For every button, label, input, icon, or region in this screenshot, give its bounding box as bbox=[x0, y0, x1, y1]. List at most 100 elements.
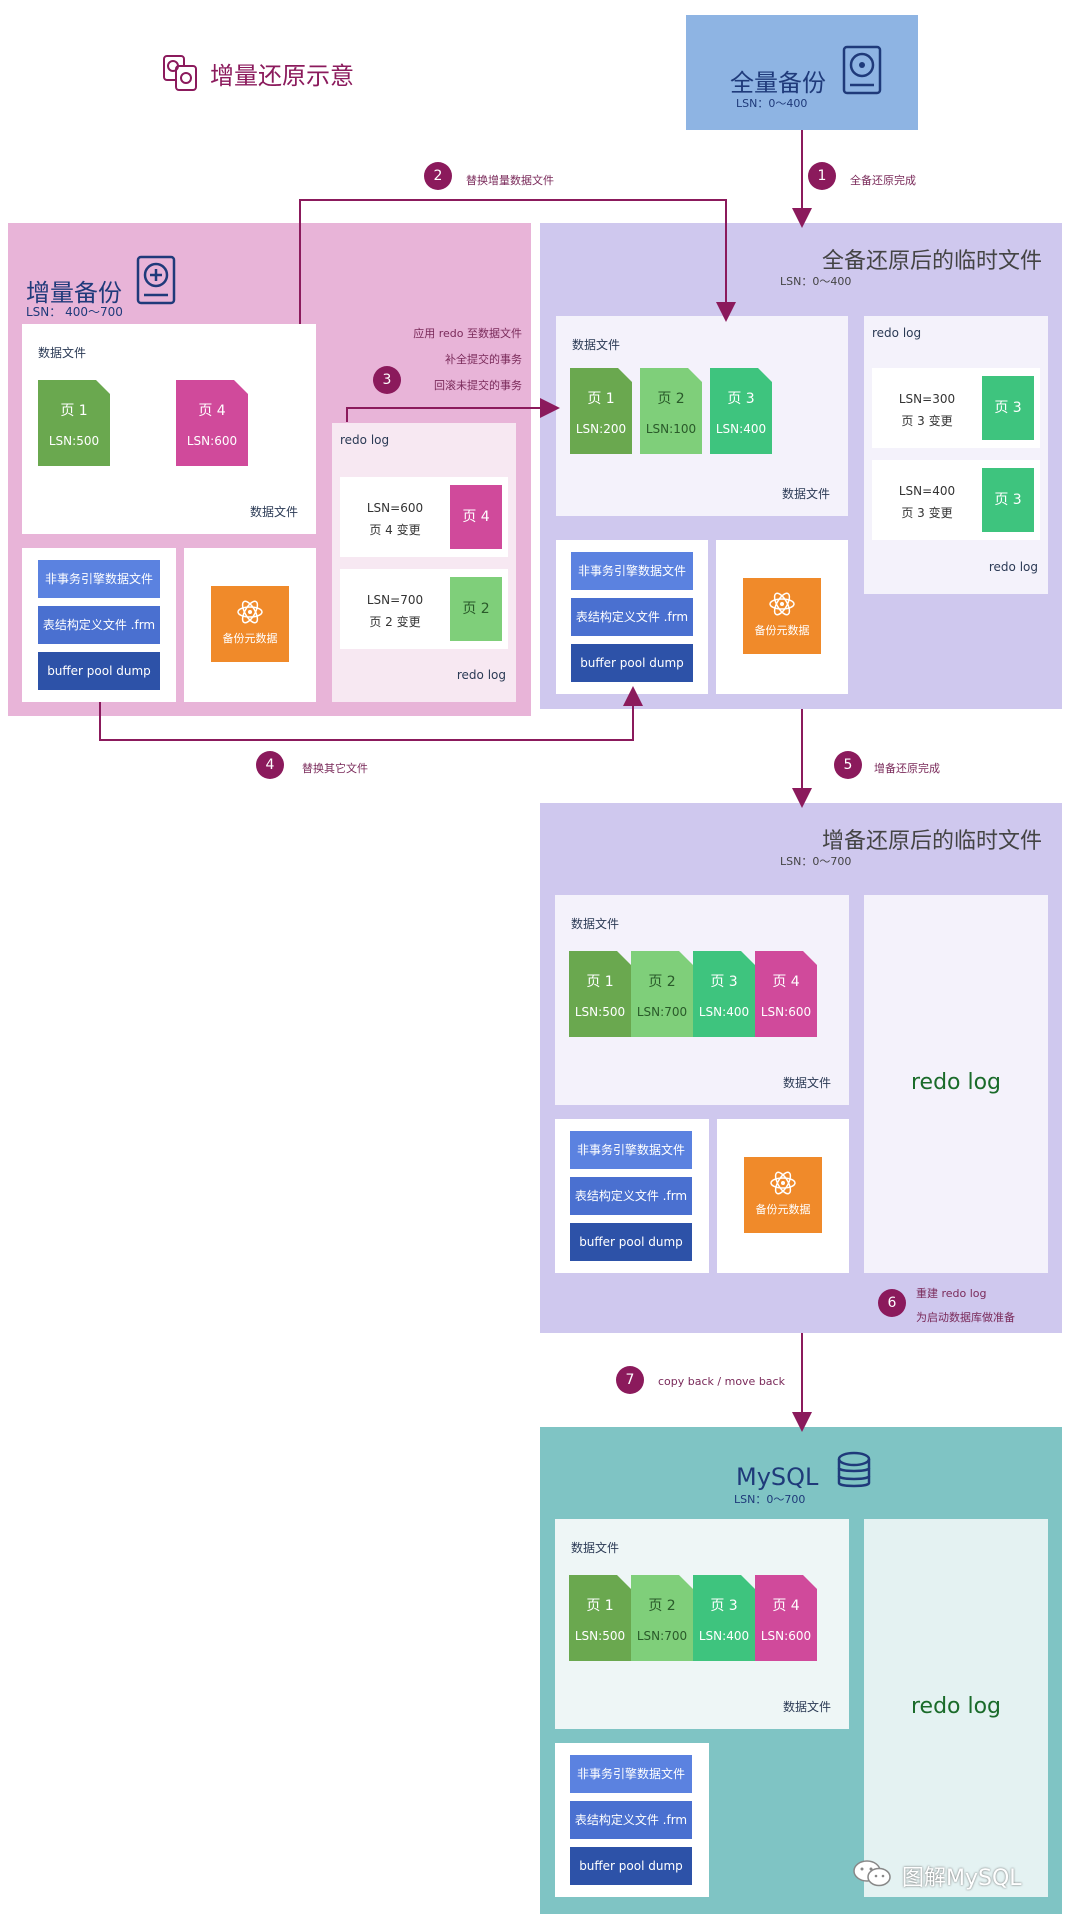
incr-redo-card: redo log LSN=600 页 4 变更 页 4 LSN=700 页 2 … bbox=[332, 423, 516, 702]
incr-meta-card: 备份元数据 bbox=[184, 548, 316, 702]
title-icon bbox=[162, 54, 200, 92]
page-lsn: LSN:600 bbox=[760, 1005, 812, 1019]
incr-backup-lsn: LSN： 400～700 bbox=[26, 305, 123, 319]
page-lsn: LSN:600 bbox=[760, 1629, 812, 1643]
temp2-panel: 增备还原后的临时文件 LSN：0～700 数据文件 页 1 LSN:500 页 … bbox=[540, 803, 1062, 1333]
step-4-badge: 4 bbox=[256, 751, 284, 779]
redo-page: 页 2 bbox=[450, 577, 502, 641]
temp2-redo-label: redo log bbox=[910, 1070, 1002, 1095]
redo-entry-lsn: LSN=600 bbox=[366, 501, 424, 515]
step-1-text: 全备还原完成 bbox=[850, 174, 916, 187]
step-3-line1: 应用 redo 至数据文件 bbox=[413, 327, 522, 340]
incr-backup-title: 增量备份 bbox=[26, 279, 122, 307]
page-name: 页 1 bbox=[586, 1598, 614, 1614]
redo-entry: LSN=600 页 4 变更 页 4 bbox=[340, 477, 508, 557]
temp1-redo-label-bottom: redo log bbox=[988, 560, 1038, 574]
backup-meta-label: 备份元数据 bbox=[754, 624, 810, 637]
redo-page: 页 3 bbox=[982, 468, 1034, 532]
redo-entry-lsn: LSN=700 bbox=[366, 593, 424, 607]
frm-file-button[interactable]: 表结构定义文件 .frm bbox=[38, 606, 160, 644]
page-fold bbox=[617, 1575, 631, 1589]
temp1-meta-card: 备份元数据 bbox=[716, 540, 848, 694]
arrow-step-3 bbox=[346, 398, 560, 422]
temp1-title: 全备还原后的临时文件 bbox=[821, 249, 1042, 274]
page-name: 页 4 bbox=[198, 403, 226, 419]
temp1-redo-card: redo log LSN=300 页 3 变更 页 3 LSN=400 页 3 … bbox=[864, 316, 1048, 594]
temp1-data-label-bottom: 数据文件 bbox=[781, 487, 830, 501]
page-title: 增量还原示意 bbox=[210, 62, 354, 90]
page-lsn: LSN:700 bbox=[636, 1629, 688, 1643]
redo-entry-change: 页 3 变更 bbox=[901, 414, 953, 428]
arrow-step-2 bbox=[299, 199, 736, 324]
step-5-text: 增备还原完成 bbox=[874, 762, 940, 775]
buffer-pool-dump-button[interactable]: buffer pool dump bbox=[570, 1847, 692, 1885]
nontx-engine-button[interactable]: 非事务引擎数据文件 bbox=[571, 552, 693, 590]
backup-meta-label: 备份元数据 bbox=[222, 632, 278, 645]
backup-meta-tile: 备份元数据 bbox=[744, 1157, 822, 1233]
redo-entry: LSN=300 页 3 变更 页 3 bbox=[872, 368, 1040, 448]
step-4-text: 替换其它文件 bbox=[302, 762, 368, 775]
page-lsn: LSN:200 bbox=[575, 422, 627, 436]
temp1-data-card: 数据文件 页 1 LSN:200 页 2 LSN:100 页 3 LSN:400… bbox=[556, 316, 848, 516]
redo-entry-change: 页 4 变更 bbox=[369, 523, 421, 537]
page-fold bbox=[758, 368, 772, 382]
temp2-lsn: LSN：0～700 bbox=[780, 855, 852, 868]
page-card: 页 1 LSN:500 bbox=[38, 380, 110, 466]
wechat-icon bbox=[852, 1858, 892, 1892]
page-fold bbox=[803, 951, 817, 965]
full-backup-box: 全量备份 LSN：0～400 bbox=[686, 15, 918, 130]
page-card: 页 2 LSN:100 bbox=[640, 368, 702, 454]
step-5-badge: 5 bbox=[834, 751, 862, 779]
page-lsn: LSN:500 bbox=[48, 434, 100, 448]
page-fold bbox=[234, 380, 248, 394]
page-fold bbox=[741, 1575, 755, 1589]
page-lsn: LSN:500 bbox=[574, 1005, 626, 1019]
frm-file-button[interactable]: 表结构定义文件 .frm bbox=[571, 598, 693, 636]
buffer-pool-dump-button[interactable]: buffer pool dump bbox=[571, 644, 693, 682]
mysql-panel: MySQL LSN：0～700 数据文件 页 1 LSN:500 页 2 LSN… bbox=[540, 1427, 1062, 1914]
step-6-line1: 重建 redo log bbox=[916, 1287, 987, 1300]
page-name: 页 1 bbox=[587, 391, 615, 407]
page-lsn: LSN:400 bbox=[698, 1005, 750, 1019]
atom-icon bbox=[237, 600, 263, 624]
step-3-badge: 3 bbox=[373, 366, 401, 394]
temp2-data-card: 数据文件 页 1 LSN:500 页 2 LSN:700 页 3 LSN:400… bbox=[555, 895, 849, 1105]
page-card: 页 4 LSN:600 bbox=[755, 1575, 817, 1661]
temp2-meta-card: 备份元数据 bbox=[717, 1119, 849, 1273]
disk-plus-icon bbox=[136, 255, 176, 309]
page-lsn: LSN:600 bbox=[186, 434, 238, 448]
backup-meta-label: 备份元数据 bbox=[755, 1203, 811, 1216]
page-card: 页 3 LSN:400 bbox=[693, 951, 755, 1037]
backup-meta-tile: 备份元数据 bbox=[743, 578, 821, 654]
step-6-badge: 6 bbox=[878, 1289, 906, 1317]
page-fold bbox=[96, 380, 110, 394]
frm-file-button[interactable]: 表结构定义文件 .frm bbox=[570, 1801, 692, 1839]
frm-file-button[interactable]: 表结构定义文件 .frm bbox=[570, 1177, 692, 1215]
temp2-data-label-bottom: 数据文件 bbox=[782, 1076, 831, 1090]
mysql-redo-label: redo log bbox=[910, 1694, 1002, 1719]
buffer-pool-dump-button[interactable]: buffer pool dump bbox=[570, 1223, 692, 1261]
temp2-redo-card: redo log bbox=[864, 895, 1048, 1273]
page-card: 页 4 LSN:600 bbox=[176, 380, 248, 466]
step-3-line3: 回滚未提交的事务 bbox=[434, 379, 522, 392]
nontx-engine-button[interactable]: 非事务引擎数据文件 bbox=[38, 560, 160, 598]
step-6-line2: 为启动数据库做准备 bbox=[916, 1311, 1015, 1324]
atom-icon bbox=[769, 592, 795, 616]
page-name: 页 3 bbox=[710, 974, 738, 990]
page-fold bbox=[803, 1575, 817, 1589]
mysql-other-card: 非事务引擎数据文件 表结构定义文件 .frm buffer pool dump bbox=[555, 1743, 709, 1897]
nontx-engine-button[interactable]: 非事务引擎数据文件 bbox=[570, 1131, 692, 1169]
mysql-redo-card: redo log bbox=[864, 1519, 1048, 1897]
incr-redo-label: redo log bbox=[340, 433, 390, 447]
buffer-pool-dump-button[interactable]: buffer pool dump bbox=[38, 652, 160, 690]
redo-entry-change: 页 2 变更 bbox=[369, 615, 421, 629]
incr-data-label: 数据文件 bbox=[38, 346, 87, 360]
nontx-engine-button[interactable]: 非事务引擎数据文件 bbox=[570, 1755, 692, 1793]
full-backup-lsn: LSN：0～400 bbox=[736, 97, 808, 110]
temp1-other-card: 非事务引擎数据文件 表结构定义文件 .frm buffer pool dump bbox=[556, 540, 708, 694]
page-fold bbox=[617, 951, 631, 965]
page-fold bbox=[688, 368, 702, 382]
full-backup-title: 全量备份 bbox=[730, 69, 826, 97]
incr-redo-label-bottom: redo log bbox=[456, 668, 506, 682]
page-card: 页 1 LSN:500 bbox=[569, 951, 631, 1037]
